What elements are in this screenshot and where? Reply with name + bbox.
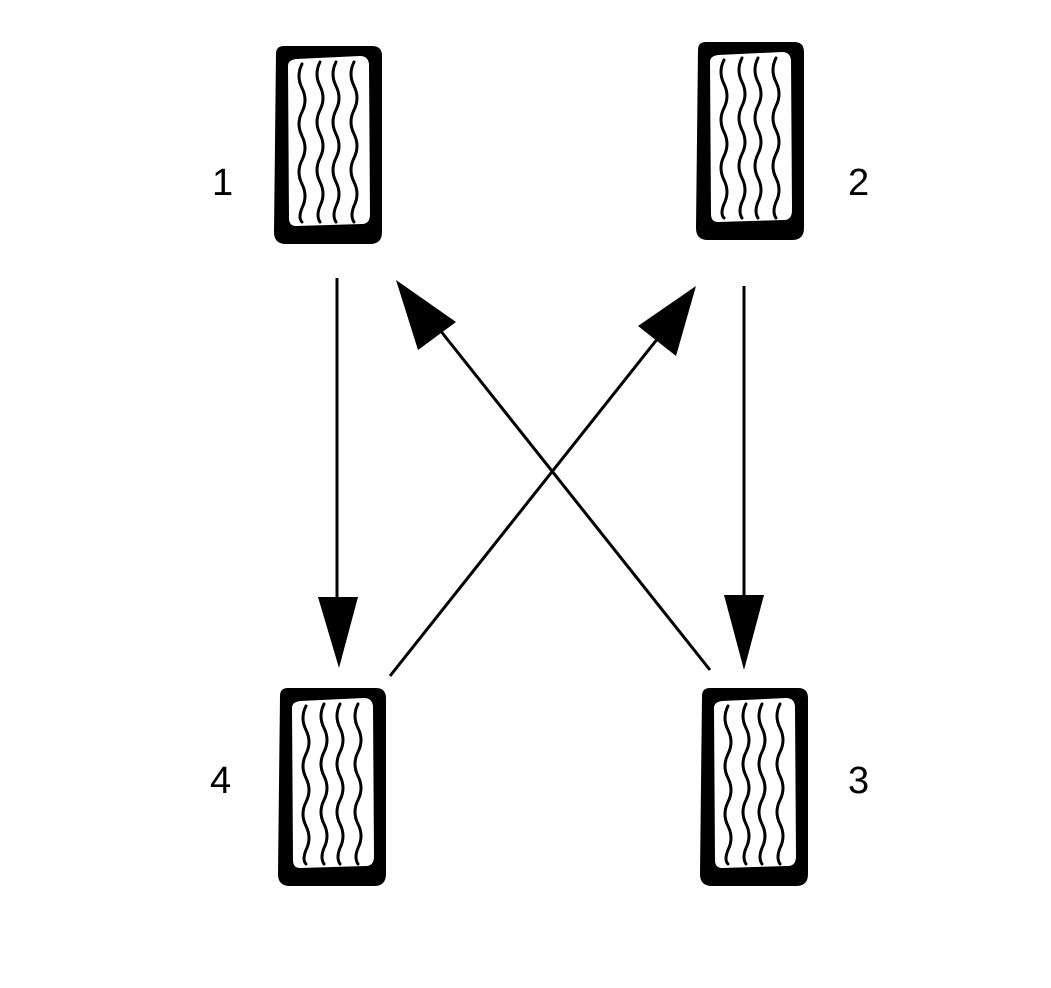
tire-1-label: 1: [212, 162, 233, 204]
arrow-1-to-4: [318, 278, 358, 668]
tire-1-icon: [272, 44, 384, 246]
tire-3-icon: [698, 686, 810, 888]
tire-4-icon: [276, 686, 388, 888]
tire-2-label: 2: [848, 162, 869, 204]
tire-2-icon: [694, 40, 806, 242]
arrow-2-to-3: [724, 286, 764, 670]
arrow-4-to-2: [388, 286, 696, 677]
tire-4-label: 4: [210, 760, 231, 802]
arrow-3-to-1: [396, 280, 712, 671]
tire-3-label: 3: [848, 760, 869, 802]
